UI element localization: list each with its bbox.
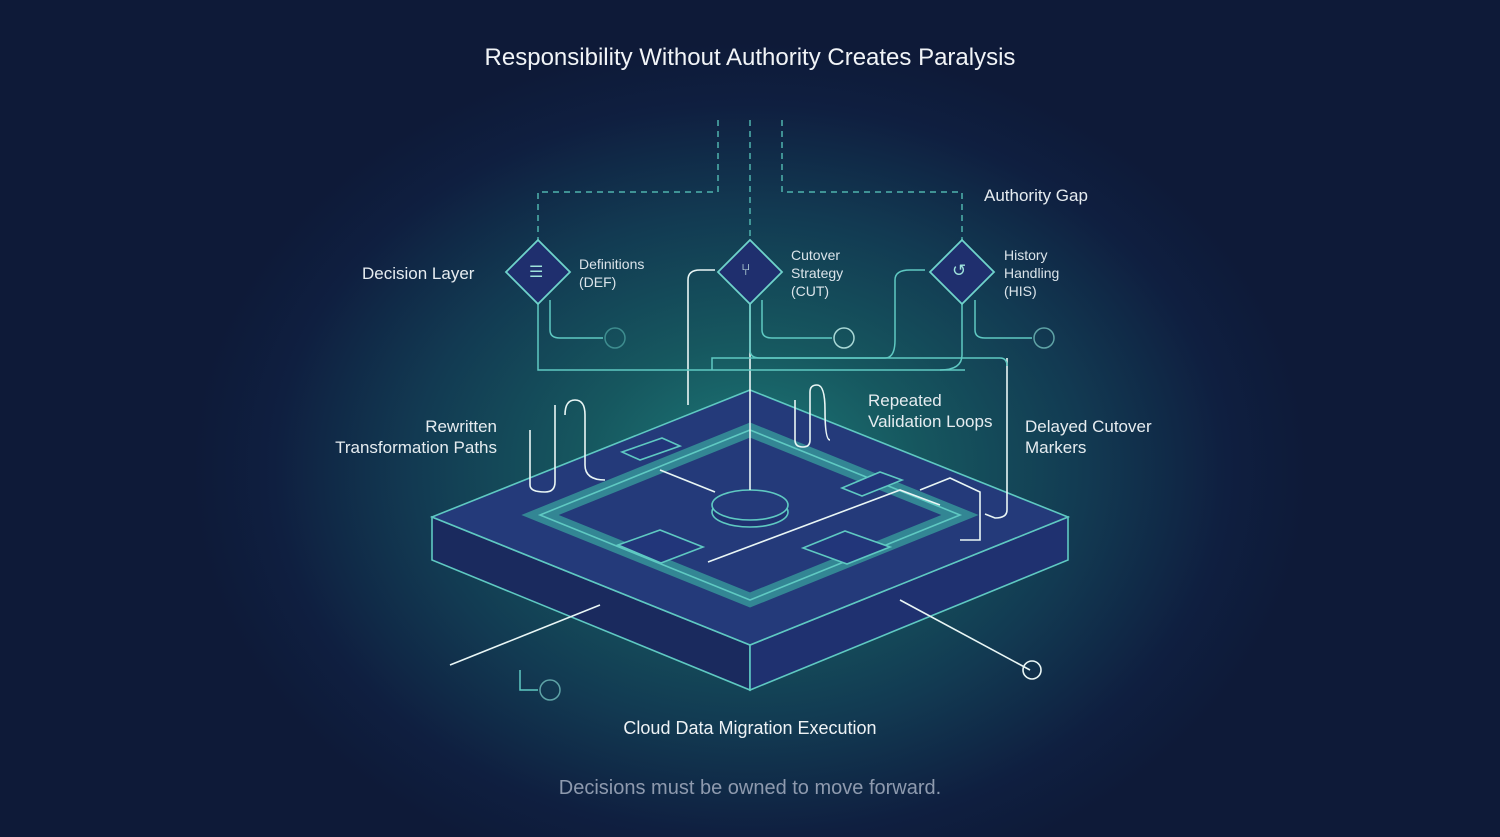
repeated-line2: Validation Loops <box>868 412 993 431</box>
rewritten-line2: Transformation Paths <box>335 438 497 457</box>
decision-layer-label: Decision Layer <box>362 264 475 283</box>
decision-his: History Handling (HIS) <box>1004 246 1059 300</box>
authority-gap-dashes <box>537 120 963 240</box>
authority-gap-label: Authority Gap <box>984 186 1088 205</box>
rewritten-line1: Rewritten <box>425 417 497 436</box>
page-title: Responsibility Without Authority Creates… <box>484 44 1016 71</box>
rewritten-paths-label: Rewritten Transformation Paths <box>335 416 497 458</box>
branch-icon: ⑂ <box>741 262 751 279</box>
decision-his-code: (HIS) <box>1004 283 1037 299</box>
platform <box>429 389 1071 692</box>
decision-his-line2: Handling <box>1004 265 1060 281</box>
history-icon: ↺ <box>952 261 967 280</box>
repeated-line1: Repeated <box>868 391 942 410</box>
decision-cut-line1: Cutover <box>791 247 841 263</box>
decision-cut-code: (CUT) <box>791 283 830 299</box>
delayed-line2: Markers <box>1025 438 1087 457</box>
delayed-markers-label: Delayed Cutover Markers <box>1025 416 1152 458</box>
decision-cut-line2: Strategy <box>791 265 844 281</box>
execution-label: Cloud Data Migration Execution <box>623 718 877 738</box>
decision-connectors <box>519 269 1032 691</box>
delayed-line1: Delayed Cutover <box>1025 417 1152 436</box>
decision-def: Definitions (DEF) <box>579 255 644 291</box>
validation-loops-label: Repeated Validation Loops <box>868 390 992 432</box>
decision-def-name: Definitions <box>579 256 645 272</box>
pause-markers <box>539 327 1055 701</box>
decision-his-line1: History <box>1004 247 1048 263</box>
decision-def-code: (DEF) <box>579 274 617 290</box>
decision-diamonds <box>504 238 996 306</box>
flow-lines <box>449 240 1042 680</box>
decision-cut: Cutover Strategy (CUT) <box>791 246 843 300</box>
footer-caption: Decisions must be owned to move forward. <box>558 777 942 799</box>
checklist-icon: ☰ <box>529 264 544 281</box>
